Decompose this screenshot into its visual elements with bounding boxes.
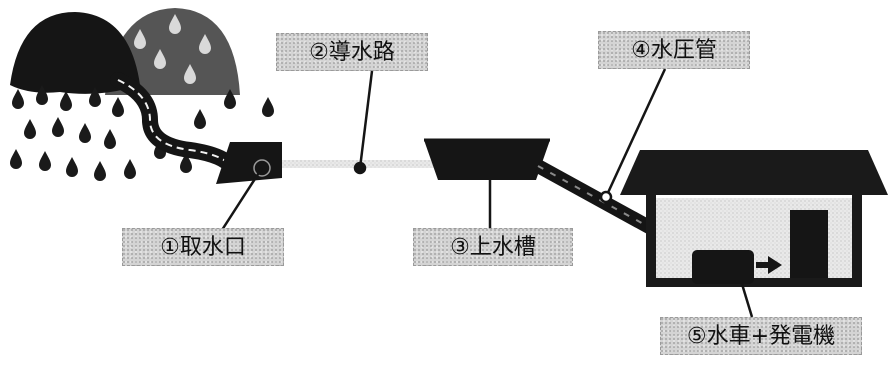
raindrop-icon (94, 161, 106, 181)
raindrop-icon (10, 149, 22, 169)
raindrop-icon (60, 91, 72, 111)
label-headrace: ②導水路 (276, 33, 428, 71)
leader-intake (220, 167, 264, 231)
leader-headrace (358, 70, 374, 169)
label-turbine-generator: ⑤水車+発電機 (660, 317, 862, 355)
label-head-tank: ③上水槽 (413, 228, 573, 266)
house-floor (646, 278, 862, 287)
raindrop-icon (12, 89, 24, 109)
house-roof (620, 150, 888, 195)
house-right-wall (852, 195, 862, 287)
turbine-generator (692, 250, 754, 284)
raindrop-icon (104, 129, 116, 149)
mountain-dark (10, 12, 140, 94)
mountains (10, 8, 240, 95)
raindrop-icon (124, 159, 136, 179)
raindrop-icon (52, 117, 64, 137)
raindrop-icon (79, 123, 91, 143)
label-penstock: ④水圧管 (598, 31, 750, 69)
river-highlight (117, 79, 233, 169)
leader-penstock-dot (599, 190, 613, 204)
raindrop-icon (194, 109, 206, 129)
raindrop-icon (112, 97, 124, 117)
intake-mouth (253, 159, 271, 177)
leader-turbine (740, 283, 754, 318)
label-intake: ①取水口 (122, 228, 284, 266)
power-house (620, 150, 888, 287)
leader-lines (220, 68, 754, 318)
raindrop-icon (66, 157, 78, 177)
mountain-gray (105, 8, 240, 95)
raindrop-icon (262, 97, 274, 117)
raindrop-icon (24, 119, 36, 139)
arrow-right-icon (756, 256, 782, 274)
leader-penstock (604, 68, 667, 198)
raindrop-icon (39, 151, 51, 171)
house-door (790, 210, 828, 278)
house-left-wall (646, 195, 656, 287)
intake-structure (216, 142, 282, 184)
head-tank (424, 140, 550, 180)
leader-headrace-dot (353, 161, 367, 175)
